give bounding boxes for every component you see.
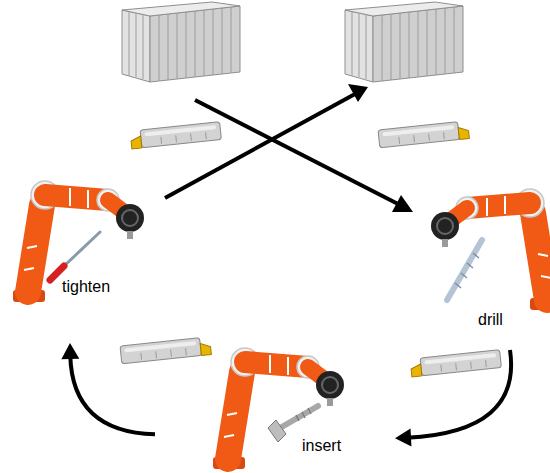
bolt (268, 406, 318, 442)
arrow-head (395, 429, 411, 447)
robot-bottom (213, 348, 344, 469)
screwdriver (50, 232, 100, 280)
container-right (345, 2, 463, 82)
part-icon (420, 350, 501, 376)
station-label: drill (478, 311, 503, 329)
container-left (122, 2, 240, 82)
drill-bit-flutes (455, 253, 479, 288)
station-label: tighten (62, 278, 110, 296)
cross-arrow-head (392, 195, 413, 212)
part-icon (378, 122, 459, 148)
part-bottom-right (410, 350, 501, 377)
cross-arrow-line (195, 100, 400, 205)
bolt-thread (296, 408, 311, 421)
screwdriver-shaft (62, 232, 100, 268)
part-icon (140, 122, 221, 148)
station-node: drill (425, 175, 550, 345)
part-icon (120, 338, 201, 364)
part-top-right (378, 121, 469, 148)
drill-bit-body (447, 240, 482, 300)
curved-arrow (407, 350, 511, 438)
station-node: insert (160, 338, 392, 470)
bolt-shank (280, 406, 318, 428)
robot-left (13, 181, 144, 302)
bolt-head (268, 420, 286, 442)
part-yellow-end (411, 364, 422, 377)
cross-arrow-line (165, 94, 355, 198)
curved-arrow (70, 355, 155, 434)
arrow-head (61, 343, 79, 359)
screwdriver-handle (50, 266, 64, 280)
drill-bit (447, 240, 482, 300)
cross-arrow-head (348, 84, 368, 102)
station-node: tighten (10, 170, 160, 340)
part-yellow-end (131, 136, 142, 149)
part-yellow-end (458, 127, 469, 140)
part-top-left (130, 122, 221, 149)
robot-right (431, 189, 550, 310)
station-label: insert (302, 437, 341, 455)
part-bottom-left (120, 337, 211, 364)
cross-arrows (165, 84, 413, 212)
part-yellow-end (200, 343, 211, 356)
